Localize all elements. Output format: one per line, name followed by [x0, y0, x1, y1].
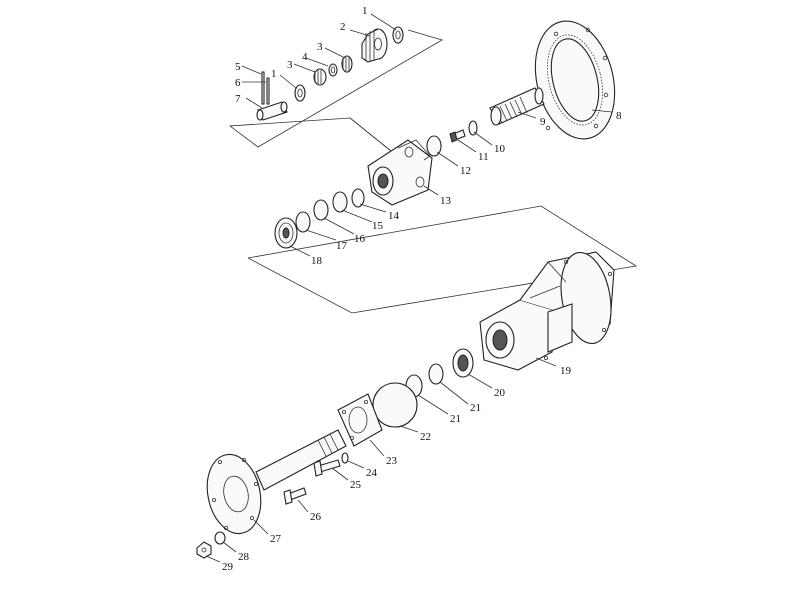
part-3-needle-bearing: [341, 55, 353, 73]
callout-23: 23: [386, 455, 398, 467]
callout-5: 5: [235, 61, 241, 73]
part-24-washer: [341, 452, 349, 464]
part-16-ring: [313, 199, 329, 221]
callout-21b: 21: [450, 413, 461, 425]
callout-22: 22: [420, 431, 431, 443]
callout-28: 28: [238, 551, 250, 563]
callout-20: 20: [494, 387, 506, 399]
part-26-wheel-stud: [283, 487, 307, 505]
callout-21: 21: [470, 402, 481, 414]
part-5-6-lock-pin: [261, 71, 270, 105]
callout-14: 14: [388, 210, 400, 222]
callout-17: 17: [336, 240, 348, 252]
part-29-nut: [196, 541, 212, 559]
callout-16: 16: [354, 233, 366, 245]
part-8-ring-gear: [534, 20, 616, 140]
callout-12: 12: [460, 165, 471, 177]
callout-13: 13: [440, 195, 452, 207]
callout-25: 25: [350, 479, 362, 491]
callout-6: 6: [235, 77, 241, 89]
part-25-bolt: [313, 459, 341, 477]
callout-3: 3: [317, 41, 323, 53]
part-19-axle-housing: [479, 251, 615, 371]
part-4-spacer: [328, 63, 338, 77]
callout-4: 4: [302, 51, 308, 63]
callout-1b: 1: [271, 68, 277, 80]
part-3-needle-bearing-b: [313, 68, 327, 86]
part-28-washer: [214, 531, 226, 545]
part-7-planet-shaft: [256, 101, 288, 121]
part-11-bolt: [449, 129, 466, 143]
part-27-axle-shaft: [206, 429, 347, 535]
callout-24: 24: [366, 467, 378, 479]
part-20-oil-seal: [452, 348, 474, 378]
callout-3b: 3: [287, 59, 293, 71]
upper-leader: [349, 117, 397, 156]
callout-26: 26: [310, 511, 322, 523]
part-12-thrust-washer: [426, 135, 442, 157]
part-9-sun-gear-shaft: [489, 87, 545, 126]
callout-10: 10: [494, 143, 506, 155]
callout-8: 8: [616, 110, 622, 122]
callout-18: 18: [311, 255, 323, 267]
callout-9: 9: [540, 116, 546, 128]
part-17-shim: [295, 211, 311, 233]
part-22-large-o-ring: [372, 382, 418, 428]
callout-7: 7: [235, 93, 241, 105]
callout-29: 29: [222, 561, 234, 573]
leader-lines: [205, 13, 613, 563]
part-13-planet-carrier: [367, 139, 433, 206]
part-21-o-ring: [428, 363, 444, 385]
part-2-planet-gear: [361, 28, 388, 63]
part-1-washer-b: [294, 84, 306, 102]
callout-11: 11: [478, 151, 489, 163]
callout-1: 1: [362, 5, 368, 17]
callout-15: 15: [372, 220, 384, 232]
part-18-bearing: [274, 217, 298, 249]
callout-19: 19: [560, 365, 572, 377]
callout-27: 27: [270, 533, 282, 545]
part-15-snap-ring: [332, 191, 348, 213]
callout-2: 2: [340, 21, 346, 33]
part-1-washer-top: [392, 26, 404, 44]
part-10-clip: [468, 120, 478, 136]
middle-group-bracket: [247, 205, 638, 314]
part-14-o-ring: [351, 188, 365, 208]
part-23-flange-plate: [337, 393, 383, 447]
